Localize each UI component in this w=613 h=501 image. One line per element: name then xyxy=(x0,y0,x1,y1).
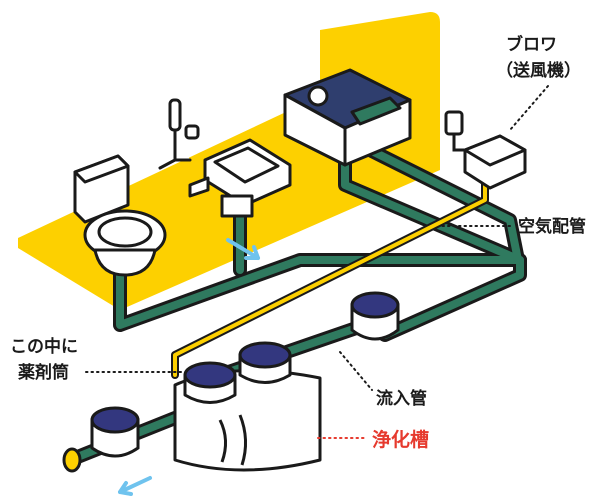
septic-tank xyxy=(173,341,322,472)
septic-tank-label: 浄化槽 xyxy=(372,428,429,451)
chemical-label: この中に xyxy=(10,336,78,357)
blower-icon xyxy=(463,134,527,190)
discharge-pipe xyxy=(62,447,82,473)
washbasin-icon xyxy=(188,138,292,218)
outlet-port xyxy=(90,406,140,458)
inflow-pipe-label: 流入管 xyxy=(376,388,427,409)
blower-label: ブロワ xyxy=(506,34,557,55)
blower-label-sub: （送風機） xyxy=(496,60,581,81)
flow-arrow-icon xyxy=(226,238,260,260)
inspection-port xyxy=(350,291,400,341)
kitchen-sink-icon xyxy=(283,68,412,167)
chemical-label-sub: 薬剤筒 xyxy=(18,362,69,383)
toilet-icon xyxy=(73,154,167,277)
discharge-arrow-icon xyxy=(118,476,152,496)
shower-icon xyxy=(158,98,200,170)
air-pipe-label: 空気配管 xyxy=(518,216,586,237)
blower-leader xyxy=(509,85,549,131)
power-outlet-icon xyxy=(444,110,470,152)
inflow-leader xyxy=(339,351,373,391)
